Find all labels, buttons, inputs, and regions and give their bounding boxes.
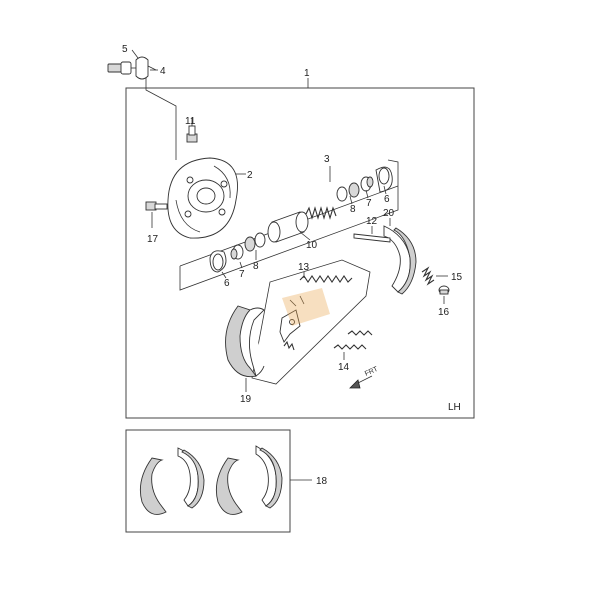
leader-10 (299, 231, 311, 241)
cup-part-right (360, 176, 374, 192)
lower-return-spring-part (333, 344, 367, 350)
callout-14: 14 (338, 362, 350, 373)
side-label: LH (448, 402, 461, 413)
leader-7b (239, 261, 243, 269)
callout-2: 2 (247, 170, 253, 181)
callout-6a: 6 (384, 194, 390, 205)
callout-6b: 6 (224, 278, 230, 289)
callout-19: 19 (240, 394, 252, 405)
callout-3: 3 (324, 154, 330, 165)
callout-8b: 8 (253, 261, 259, 272)
leader-6b (221, 271, 227, 279)
shoe-kit-shoe-3 (215, 457, 243, 515)
callout-18: 18 (316, 476, 328, 487)
piston-part-left (244, 232, 266, 252)
front-direction-arrow (349, 375, 373, 389)
cup-part-left (230, 244, 244, 260)
leader-5 (131, 49, 139, 59)
adjuster-bolt-part (145, 201, 168, 211)
leader-6a (383, 185, 387, 195)
hold-down-spring-part (421, 266, 435, 286)
watermark-logo (282, 288, 330, 326)
callout-5: 5 (122, 44, 128, 55)
callout-4: 4 (160, 66, 166, 77)
bleeder-screw-part (107, 61, 138, 75)
bolt-part (186, 125, 198, 143)
callout-20: 20 (383, 208, 395, 219)
piston-part-right (336, 182, 360, 202)
shoe-kit-frame (125, 429, 291, 533)
callout-10: 10 (306, 240, 318, 251)
callout-16: 16 (438, 307, 450, 318)
callout-17: 17 (147, 234, 159, 245)
main-assembly-frame (125, 87, 475, 419)
callout-7b: 7 (239, 269, 245, 280)
hardware-kit-outline (251, 259, 371, 385)
leader-8a (349, 195, 353, 205)
upper-return-spring-part (299, 275, 353, 283)
bleeder-cap-part (135, 56, 157, 80)
adjuster-lever-part (279, 295, 305, 351)
hold-down-pin-part (438, 285, 450, 295)
callout-13: 13 (298, 262, 310, 273)
shoe-kit-shoe-4 (255, 445, 283, 509)
callout-15: 15 (451, 272, 463, 283)
leader-7a (365, 189, 369, 199)
dust-boot-part-left (209, 250, 227, 273)
backing-plate-part (167, 157, 238, 239)
callout-12: 12 (366, 216, 378, 227)
shoe-kit-shoe-1 (139, 457, 167, 515)
lower-spring-2-part (347, 330, 373, 336)
brake-shoe-right-part (383, 225, 417, 295)
callout-11: 11 (185, 116, 196, 127)
strut-rod-part (353, 233, 391, 243)
dust-boot-part-right (375, 166, 393, 193)
callout-8a: 8 (350, 204, 356, 215)
leader-bleeder-to-cylinder (145, 78, 177, 160)
callout-1: 1 (304, 68, 310, 79)
brake-shoe-left-part (225, 305, 265, 378)
wheel-cylinder-part (267, 211, 309, 243)
cylinder-spring-part (305, 206, 337, 220)
callout-7a: 7 (366, 198, 372, 209)
shoe-kit-shoe-2 (177, 447, 205, 509)
